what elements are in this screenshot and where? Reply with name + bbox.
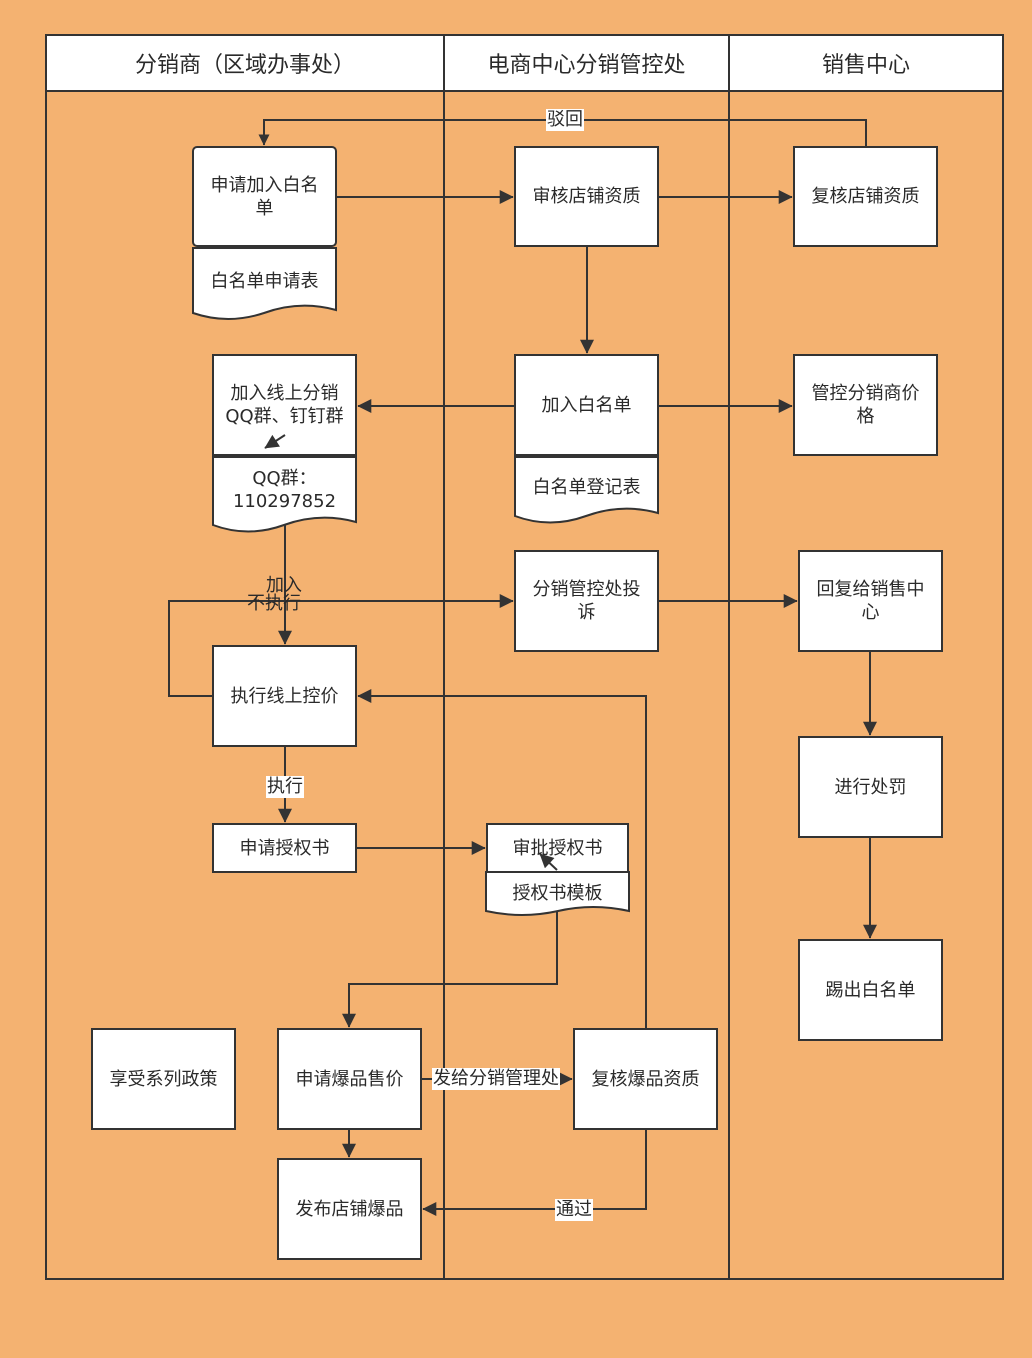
auth-template-shape [485, 871, 630, 916]
edge-groups-small [264, 434, 286, 449]
qq-group-shape [212, 456, 357, 533]
edge-not-execute [168, 594, 514, 697]
node-complaint: 分销管控处投诉 [532, 579, 641, 623]
lane-title-sales: 销售中心 [821, 53, 910, 78]
node-apply-auth: 申请授权书 [239, 837, 330, 859]
node-approve-auth: 审批授权书 [512, 837, 603, 859]
node-review-store: 审核店铺资质 [532, 186, 641, 207]
node-publish-hot: 发布店铺爆品 [295, 1198, 404, 1220]
node-whitelist-form: 白名单申请表 [210, 270, 319, 292]
kick-whitelist-shape [798, 939, 943, 1041]
edge-label-join: 加入 [266, 575, 302, 596]
approve-auth-shape [486, 823, 629, 873]
node-apply-whitelist: 申请加入白名单 [210, 174, 319, 219]
node-reply-sales: 回复给销售中心 [816, 579, 925, 623]
edge-template-to-hot [342, 911, 558, 1028]
node-qq-group: QQ群：110297852 [232, 468, 337, 512]
whitelist-register-shape [514, 456, 659, 524]
enjoy-policy-shape [91, 1028, 236, 1130]
complaint-shape [514, 550, 659, 652]
node-recheck-store: 复核店铺资质 [811, 186, 920, 207]
node-penalty: 进行处罚 [834, 776, 907, 798]
apply-hot-price-shape [277, 1028, 422, 1130]
node-execute-price: 执行线上控价 [230, 685, 339, 707]
join-groups-shape [212, 354, 357, 456]
node-control-price: 管控分销商价格 [811, 383, 920, 427]
edge-approve-small [539, 853, 558, 871]
node-recheck-hot: 复核爆品资质 [591, 1068, 700, 1090]
reply-sales-shape [798, 550, 943, 652]
recheck-hot-shape [573, 1028, 718, 1130]
edge-label-execute: 执行 [266, 776, 304, 798]
node-join-groups: 加入线上分销QQ群、钉钉群 [225, 383, 344, 427]
node-kick-whitelist: 踢出白名单 [825, 979, 916, 1001]
edge-label-send-to: 发给分销管理处 [432, 1068, 560, 1090]
control-price-shape [793, 354, 938, 456]
node-whitelist-register: 白名单登记表 [532, 476, 641, 498]
edge-label-not-execute: 不执行 [247, 593, 301, 614]
whitelist-form-shape [192, 247, 337, 320]
swimlane-header [45, 34, 1004, 92]
penalty-shape [798, 736, 943, 838]
node-add-whitelist: 加入白名单 [541, 394, 632, 416]
execute-price-shape [212, 645, 357, 747]
publish-hot-shape [277, 1158, 422, 1260]
lane-title-ecommerce: 电商中心分销管控处 [487, 53, 686, 78]
edge-pass [422, 1129, 647, 1216]
lane-title-distributor: 分销商（区域办事处） [134, 53, 355, 78]
edge-label-reject: 驳回 [546, 109, 584, 131]
edge-hot-to-execute [357, 689, 647, 1029]
node-auth-template: 授权书模板 [512, 882, 603, 904]
edge-label-pass: 通过 [555, 1199, 593, 1221]
node-apply-hot-price: 申请爆品售价 [295, 1068, 404, 1090]
node-enjoy-policy: 享受系列政策 [109, 1068, 218, 1090]
